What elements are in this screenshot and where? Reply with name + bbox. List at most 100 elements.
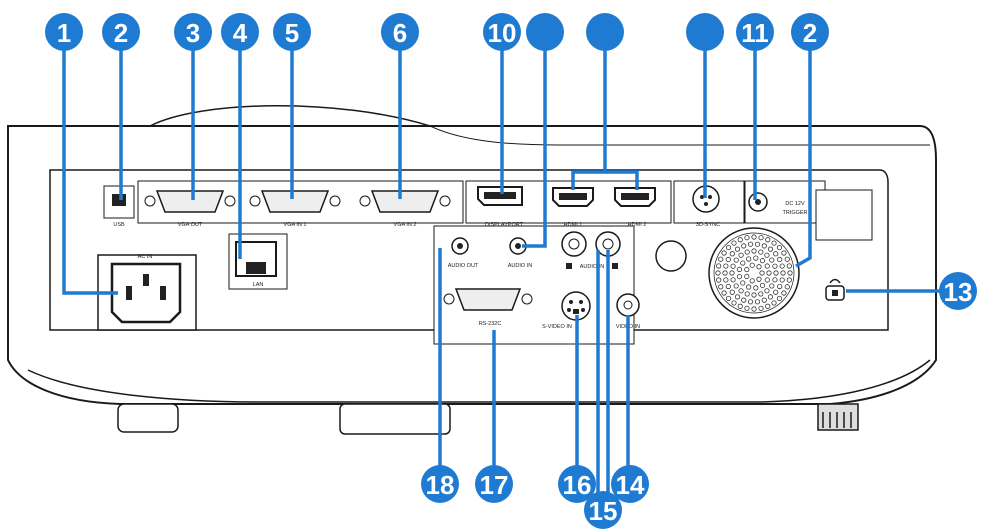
grille-hole (751, 306, 757, 312)
grille-hole (773, 270, 779, 276)
grille-hole (734, 294, 741, 300)
callout-circle (102, 13, 140, 51)
grille-hole (787, 270, 793, 276)
grille-hole (764, 263, 770, 269)
grille-hole (767, 246, 774, 252)
grille-hole (772, 277, 778, 283)
audio-in-lr-label: AUDIO IN (580, 264, 604, 270)
3d-sync-port: 3D-SYNC (692, 185, 720, 228)
leader-lines (62, 50, 940, 495)
lan-port: LAN (228, 233, 288, 290)
grille-hole (776, 244, 783, 251)
callout-c10: 10 (483, 13, 521, 51)
grille-hole (761, 297, 767, 303)
grille-hole (764, 277, 770, 283)
callout-c13: 13 (939, 272, 977, 310)
grille-hole (786, 277, 792, 283)
grille-hole (744, 273, 750, 280)
grille-hole (729, 289, 735, 295)
grille-hole (721, 290, 727, 296)
grille-hole (761, 243, 767, 249)
callout-circle (526, 13, 564, 51)
callout-circle (686, 13, 724, 51)
grille-hole (723, 263, 729, 269)
grille-hole (725, 244, 732, 251)
callout-circle (273, 13, 311, 51)
grille-hole (734, 246, 741, 252)
callout-c11: 11 (736, 13, 774, 51)
callout-c9 (686, 13, 724, 51)
grille-hole (781, 250, 787, 256)
grille-hole (780, 270, 786, 276)
grille-hole (784, 256, 790, 262)
grille-hole (746, 256, 752, 262)
grille-hole (722, 270, 728, 276)
grille-hole (737, 237, 743, 243)
displayport-label: DISPLAYPORT (485, 222, 524, 228)
grille-hole (744, 266, 750, 273)
dc12v-label-1: DC 12V (785, 201, 805, 207)
grille-hole (764, 252, 770, 258)
grille-hole (733, 257, 739, 263)
grille-hole (777, 256, 783, 263)
grille-hole (747, 241, 754, 247)
grille-hole (731, 300, 737, 306)
callout-circle (174, 13, 212, 51)
grille-hole (779, 263, 785, 269)
ac-in-port: AC IN (110, 254, 182, 324)
callout-c8 (586, 13, 624, 51)
vga-in-2-label: VGA IN 2 (394, 222, 417, 228)
grille-hole (725, 295, 732, 302)
rs232c-port: RS-232C (443, 288, 533, 327)
audio-in-port: AUDIO IN (508, 237, 532, 269)
callout-number: 3 (186, 18, 200, 48)
grille-hole (771, 300, 777, 306)
callout-c4: 4 (221, 13, 259, 51)
grille-hole (746, 284, 752, 290)
grille-hole (756, 264, 762, 270)
displayport-port: DISPLAYPORT (477, 186, 524, 228)
grille-hole (764, 288, 770, 294)
grille-hole (753, 285, 759, 291)
grille-hole (759, 270, 765, 276)
grille-hole (773, 289, 779, 295)
grille-hole (759, 282, 766, 288)
callout-number: 18 (426, 470, 455, 500)
audio-in-lr-ports: AUDIO IN (561, 231, 621, 270)
grille-hole (747, 299, 754, 305)
grille-hole (744, 235, 750, 241)
grille-hole (715, 270, 721, 276)
grille-hole (786, 263, 792, 269)
grille-hole (716, 277, 722, 283)
speaker-grille (708, 227, 800, 319)
grille-hole (744, 305, 750, 311)
grille-hole (751, 292, 757, 298)
callout-number: 6 (393, 18, 407, 48)
grille-hole (781, 290, 787, 296)
s-video-in-label: S-VIDEO IN (542, 324, 572, 330)
callout-c2b: 2 (791, 13, 829, 51)
hdmi-2-label: HDMI 2 (628, 222, 647, 228)
callout-number: 14 (616, 470, 645, 500)
callout-c5: 5 (273, 13, 311, 51)
lan-label: LAN (253, 282, 264, 288)
callout-circle (475, 465, 513, 503)
grille-hole (753, 255, 759, 261)
callout-number: 4 (233, 18, 248, 48)
grille-hole (751, 248, 757, 254)
grille-hole (759, 258, 766, 264)
grille-hole (725, 256, 731, 263)
grille-hole (758, 249, 764, 255)
hdmi-1-label: HDMI 1 (564, 222, 583, 228)
vga-out-label: VGA OUT (178, 222, 203, 228)
grille-hole (744, 291, 750, 297)
grille-hole (777, 283, 783, 290)
vga-in-1-label: VGA IN 1 (284, 222, 307, 228)
blank-plug (655, 240, 687, 272)
grille-hole (740, 280, 746, 286)
grille-hole (784, 284, 790, 290)
grille-hole (758, 305, 764, 311)
